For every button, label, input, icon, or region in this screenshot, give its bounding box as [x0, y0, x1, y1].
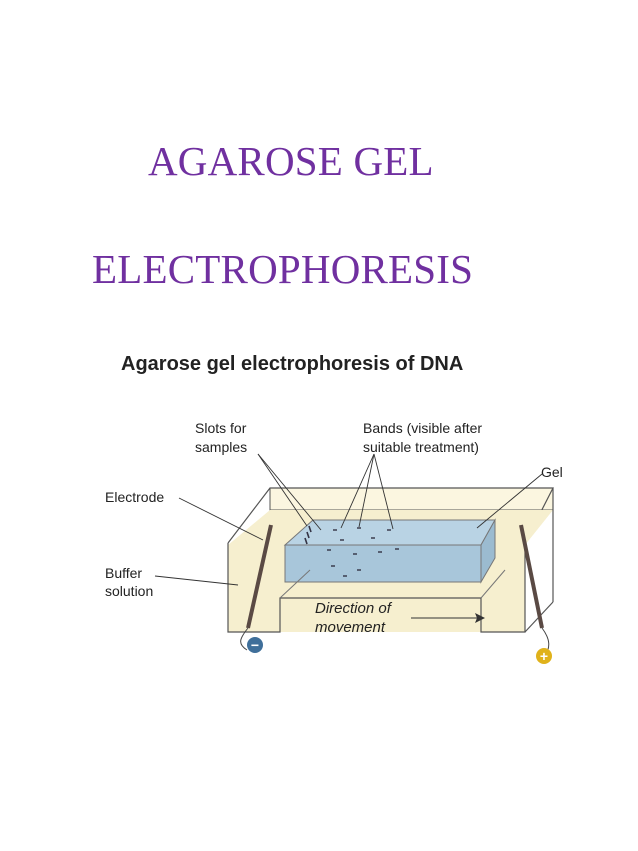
leader-lines: [154, 453, 543, 586]
negative-electrode: [246, 524, 273, 629]
slots-label-line-1: Slots for: [195, 420, 247, 436]
slots-label-line-2: samples: [195, 439, 247, 455]
page-title-line-1: AGAROSE GEL: [148, 138, 434, 184]
direction-label-line-2: movement: [315, 619, 386, 636]
tank-outline: [227, 543, 526, 633]
tank-inner-edge-right: [480, 569, 506, 599]
bands-label-line-1: Bands (visible after: [363, 420, 482, 436]
negative-terminal-icon: [247, 637, 263, 653]
negative-wire: [240, 627, 249, 651]
positive-terminal-icon: [536, 648, 552, 664]
bands-label-line-2: suitable treatment): [363, 439, 479, 455]
electrode-label: Electrode: [105, 489, 164, 505]
page-title-line-2: ELECTROPHORESIS: [92, 246, 474, 292]
gel-top: [283, 519, 496, 546]
buffer-label-line-2: solution: [105, 583, 153, 599]
gel-label: Gel: [541, 464, 563, 480]
tank-inner-edge-left: [279, 569, 311, 599]
positive-terminal-sign: +: [540, 648, 548, 664]
direction-label-line-1: Direction of: [315, 600, 393, 617]
tank-back-wall: [269, 487, 554, 511]
electrophoresis-diagram: Agarose gel electrophoresis of DNA: [105, 353, 563, 664]
electrophoresis-figure: Agarose gel electrophoresis of DNA: [95, 340, 575, 680]
gel-front: [284, 544, 482, 583]
positive-electrode: [519, 524, 544, 629]
dna-bands: [327, 527, 399, 577]
figure-heading: Agarose gel electrophoresis of DNA: [121, 353, 463, 375]
gel-side: [480, 518, 496, 584]
direction-arrow: [411, 613, 485, 623]
negative-terminal-sign: −: [251, 637, 259, 653]
buffer-label-line-1: Buffer: [105, 565, 142, 581]
sample-slots: [304, 525, 312, 545]
